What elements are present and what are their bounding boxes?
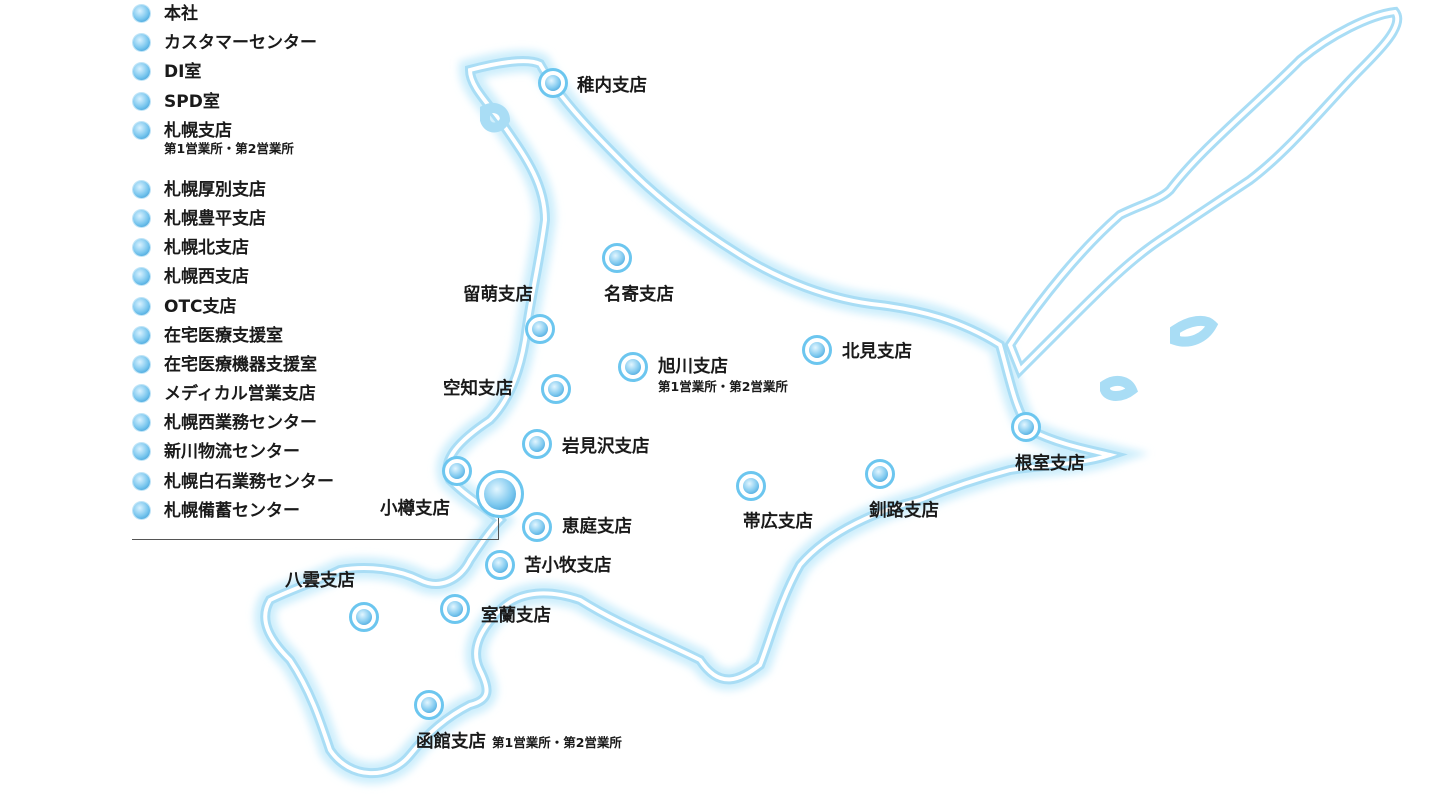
marker-sorachi[interactable] [541,374,571,404]
sapporo-list-item-label: メディカル営業支店 [164,384,316,405]
sapporo-list-item[interactable]: 札幌北支店 [132,234,512,263]
sapporo-list-item-label: カスタマーセンター [164,33,317,54]
marker-hakodate[interactable] [414,690,444,720]
sapporo-list-item-label: SPD室 [164,91,220,112]
sapporo-list-item[interactable]: SPD室 [132,88,512,117]
sapporo-list-item-label: 札幌豊平支店 [164,208,266,229]
label-tomakomai[interactable]: 苫小牧支店 [524,556,612,576]
bullet-dot-icon [133,268,150,286]
sapporo-list-item[interactable]: 新川物流センター [132,438,512,467]
label-nemuro[interactable]: 根室支店 [1015,454,1085,474]
label-sorachi[interactable]: 空知支店 [443,379,513,399]
sapporo-list-item-label: 新川物流センター [164,442,300,463]
label-obihiro[interactable]: 帯広支店 [743,512,813,532]
label-iwamizawa[interactable]: 岩見沢支店 [562,437,650,457]
marker-iwamizawa[interactable] [522,429,552,459]
marker-kitami[interactable] [802,335,832,365]
sapporo-list-item[interactable]: 札幌厚別支店 [132,176,512,205]
label-muroran[interactable]: 室蘭支店 [481,606,551,626]
label-kitami[interactable]: 北見支店 [842,342,912,362]
label-nayoro[interactable]: 名寄支店 [604,285,674,305]
marker-rumoi[interactable] [525,314,555,344]
sapporo-list-item-sub: 第1営業所・第2営業所 [164,140,294,156]
sapporo-list-item[interactable]: 在宅医療機器支援室 [132,351,512,380]
sapporo-list-item-label: 札幌北支店 [164,238,249,259]
sapporo-list-item-label: 札幌白石業務センター [164,471,334,492]
marker-yakumo[interactable] [349,602,379,632]
sapporo-list-item[interactable]: 札幌白石業務センター [132,468,512,497]
marker-asahikawa[interactable] [618,352,648,382]
sapporo-list-item[interactable]: 在宅医療支援室 [132,322,512,351]
bullet-dot-icon [133,239,150,257]
sapporo-list-item[interactable]: カスタマーセンター [132,29,512,58]
sapporo-list-underline [132,539,499,540]
bullet-dot-icon [133,121,150,139]
sapporo-list-item-label: OTC支店 [164,296,237,317]
marker-tomakomai[interactable] [485,550,515,580]
sapporo-list-item[interactable]: 本社 [132,0,512,29]
bullet-dot-icon [133,385,150,403]
bullet-dot-icon [133,326,150,344]
marker-kushiro[interactable] [865,459,895,489]
label-eniwa[interactable]: 恵庭支店 [562,517,632,537]
marker-otaru[interactable] [442,456,472,486]
label-hakodate-sub: 第1営業所・第2営業所 [492,735,622,750]
bullet-dot-icon [133,92,150,110]
sapporo-list-item-label: DI室 [164,62,202,83]
sapporo-list-item-label: 札幌厚別支店 [164,179,266,200]
label-hakodate-name: 函館支店 [416,732,486,752]
label-wakkanai[interactable]: 稚内支店 [577,76,647,96]
marker-nayoro[interactable] [602,243,632,273]
sapporo-list-item-label: 在宅医療支援室 [164,325,283,346]
sapporo-list-item-label: 在宅医療機器支援室 [164,354,317,375]
marker-sapporo[interactable] [476,470,524,518]
sapporo-list-connector [498,517,499,540]
bullet-dot-icon [133,355,150,373]
bullet-dot-icon [133,63,150,81]
label-kushiro[interactable]: 釧路支店 [869,501,939,521]
bullet-dot-icon [133,209,150,227]
sapporo-list-item[interactable]: メディカル営業支店 [132,380,512,409]
bullet-dot-icon [133,414,150,432]
sapporo-list-item-label: 札幌西支店 [164,267,249,288]
bullet-dot-icon [133,5,150,22]
sapporo-list-item[interactable]: DI室 [132,58,512,87]
sapporo-list-item-label: 札幌西業務センター [164,413,317,434]
bullet-dot-icon [133,501,150,519]
sapporo-list-item[interactable]: OTC支店 [132,293,512,322]
label-asahikawa[interactable]: 旭川支店 第1営業所・第2営業所 [658,356,788,396]
marker-muroran[interactable] [440,594,470,624]
bullet-dot-icon [133,34,150,52]
marker-nemuro[interactable] [1011,412,1041,442]
marker-eniwa[interactable] [522,512,552,542]
sapporo-list-item[interactable]: 札幌支店第1営業所・第2営業所 [132,117,512,176]
label-hakodate[interactable]: 函館支店第1営業所・第2営業所 [416,731,622,754]
bullet-dot-icon [133,443,150,461]
label-rumoi[interactable]: 留萌支店 [463,285,533,305]
sapporo-list-item[interactable]: 札幌豊平支店 [132,205,512,234]
label-asahikawa-sub: 第1営業所・第2営業所 [658,379,788,394]
bullet-dot-icon [133,180,150,198]
marker-wakkanai[interactable] [538,68,568,98]
sapporo-list-item-label: 札幌備蓄センター [164,500,300,521]
marker-obihiro[interactable] [736,471,766,501]
sapporo-list-item-label: 本社 [164,4,198,24]
label-otaru[interactable]: 小樽支店 [380,499,450,519]
label-yakumo[interactable]: 八雲支店 [285,571,355,591]
sapporo-list-item-label: 札幌支店 [164,120,232,141]
label-asahikawa-name: 旭川支店 [658,357,728,377]
sapporo-list-item[interactable]: 札幌西業務センター [132,409,512,438]
sapporo-list-item[interactable]: 札幌備蓄センター [132,497,512,526]
bullet-dot-icon [133,472,150,490]
sapporo-list-item[interactable]: 札幌西支店 [132,263,512,292]
bullet-dot-icon [133,297,150,315]
